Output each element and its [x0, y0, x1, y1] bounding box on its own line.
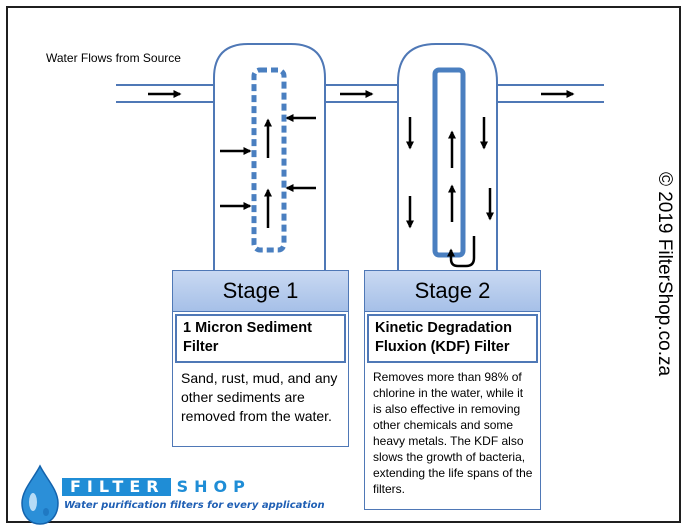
stage2-return-arrow [447, 236, 476, 268]
stage2-title: Stage 2 [365, 271, 540, 312]
filtershop-logo: FILTER SHOP [62, 478, 294, 496]
stage1-description: Sand, rust, mud, and any other sediments… [181, 370, 338, 424]
diagram-frame [6, 6, 681, 523]
stage1-title: Stage 1 [173, 271, 348, 312]
connector-pipe [325, 84, 398, 103]
logo-word-filter: FILTER [62, 478, 171, 496]
stage2-housing [397, 43, 498, 270]
inlet-pipe [116, 84, 214, 103]
stage2-description: Removes more than 98% of chlorine in the… [373, 370, 533, 496]
stage1-subtitle: 1 Micron Sediment Filter [175, 314, 346, 363]
flow-source-label: Water Flows from Source [46, 51, 181, 65]
logo-tagline: Water purification filters for every app… [64, 500, 325, 511]
logo-word-shop: SHOP [176, 477, 251, 496]
stage2-box: Stage 2 Kinetic Degradation Fluxion (KDF… [364, 270, 541, 510]
copyright-notice: © 2019 FilterShop.co.za [654, 171, 675, 377]
stage1-box: Stage 1 1 Micron Sediment Filter Sand, r… [172, 270, 349, 447]
water-drop-icon [21, 464, 59, 525]
outlet-pipe [497, 84, 604, 103]
stage2-subtitle: Kinetic Degradation Fluxion (KDF) Filter [367, 314, 538, 363]
sediment-cartridge [251, 67, 287, 253]
stage1-housing [213, 43, 326, 270]
kdf-cartridge [432, 67, 466, 258]
